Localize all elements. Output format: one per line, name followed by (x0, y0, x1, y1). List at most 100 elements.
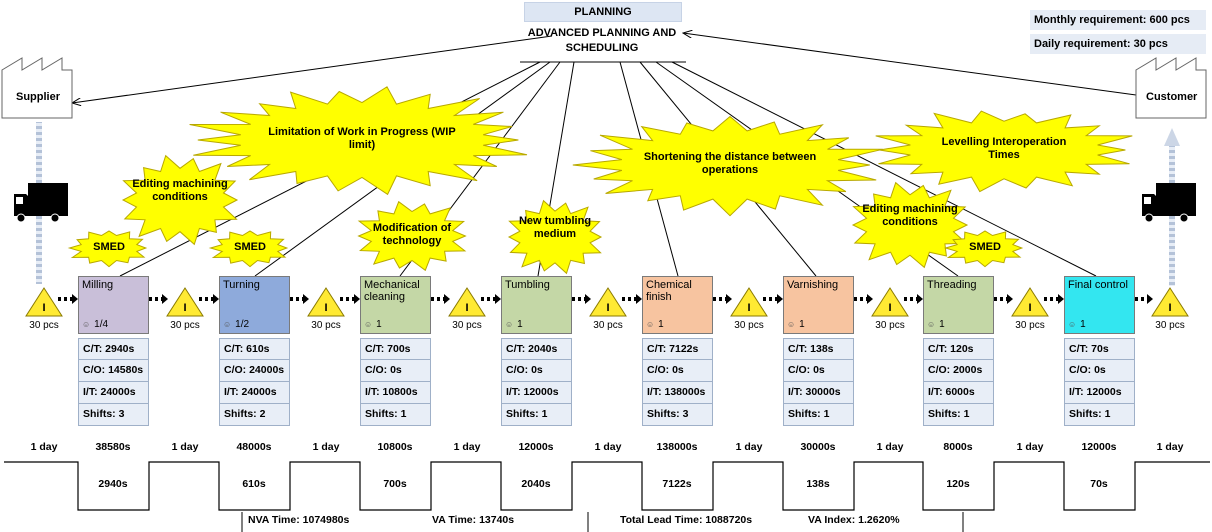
operator-icon: ☺ (646, 320, 655, 329)
process-name: Final control (1068, 279, 1128, 291)
kaizen-burst-tumbling (507, 199, 603, 275)
timeline-va-time: 138s (806, 478, 830, 490)
data-ct: C/T: 610s (219, 338, 290, 360)
kaizen-label-edit1: Editing machining conditions (132, 178, 228, 203)
process-name: Turning (223, 279, 260, 291)
inventory-triangle: I (448, 287, 486, 317)
kaizen-label-modtech: Modification of technology (372, 222, 452, 247)
info-arrow-from-customer (683, 33, 1137, 96)
kaizen-label-levelling: Levelling Interoperation Times (941, 136, 1067, 161)
kaizen-burst-shorten (572, 115, 883, 217)
operator-icon: ☺ (505, 320, 514, 329)
data-co: C/O: 0s (1064, 360, 1135, 382)
supplier-truck-icon (14, 183, 68, 223)
planning-title: PLANNING (524, 2, 682, 22)
data-co: C/O: 0s (783, 360, 854, 382)
timeline-wait: 1 day (312, 441, 340, 453)
timeline-va-time: 70s (1090, 478, 1108, 490)
kaizen-label-smed1: SMED (93, 241, 125, 253)
monthly-requirement: Monthly requirement: 600 pcs (1030, 10, 1206, 30)
data-ct: C/T: 138s (783, 338, 854, 360)
kaizen-burst-smed2 (208, 230, 289, 268)
aps-label-line2: SCHEDULING (565, 42, 639, 54)
process-name: Tumbling (505, 279, 550, 291)
data-co: C/O: 2000s (923, 360, 994, 382)
data-shifts: Shifts: 1 (923, 404, 994, 426)
data-shifts: Shifts: 3 (78, 404, 149, 426)
kaizen-burst-modtech (357, 200, 467, 272)
timeline-wait: 1 day (594, 441, 622, 453)
timeline-ladder (4, 461, 1210, 511)
data-ct: C/T: 2940s (78, 338, 149, 360)
timeline-process-time: 138000s (656, 441, 698, 453)
push-arrow (854, 294, 873, 304)
inventory-symbol: I (42, 302, 45, 314)
timeline-wait: 1 day (876, 441, 904, 453)
operator-value: 1/2 (235, 319, 250, 330)
process-box: Tumbling☺1 (501, 276, 572, 334)
data-co: C/O: 24000s (219, 360, 290, 382)
customer-shipment-arrowhead (1164, 128, 1180, 146)
operator-count: ☺1/2 (223, 319, 249, 331)
data-it: I/T: 12000s (501, 382, 572, 404)
kaizen-burst-smed1 (67, 230, 148, 268)
push-arrow (431, 294, 450, 304)
inventory-qty: 30 pcs (311, 320, 341, 331)
inventory-qty: 30 pcs (1155, 320, 1185, 331)
timeline-process-time: 48000s (236, 441, 272, 453)
supplier-factory-icon (1, 57, 73, 119)
operator-icon: ☺ (1068, 320, 1077, 329)
total-lead-time: Total Lead Time: 1088720s (620, 514, 753, 526)
inventory-triangle: I (307, 287, 345, 317)
push-arrow (340, 294, 360, 304)
timeline-va-time: 120s (946, 478, 970, 490)
inventory-qty: 30 pcs (452, 320, 482, 331)
data-it: I/T: 12000s (1064, 382, 1135, 404)
operator-value: 1 (939, 319, 945, 330)
push-arrow (994, 294, 1013, 304)
data-it: I/T: 10800s (360, 382, 431, 404)
supplier-label: Supplier (16, 91, 61, 103)
kaizen-burst-edit2 (851, 181, 969, 269)
operator-value: 1 (658, 319, 664, 330)
timeline-wait: 1 day (453, 441, 481, 453)
operator-value: 1 (799, 319, 805, 330)
timeline-path (4, 461, 1210, 511)
push-arrow (572, 294, 591, 304)
kaizen-label-shorten: Shortening the distance between operatio… (643, 151, 817, 176)
data-it: I/T: 24000s (78, 382, 149, 404)
inventory-qty: 30 pcs (875, 320, 905, 331)
timeline-wait: 1 day (735, 441, 763, 453)
timeline-va-time: 2040s (521, 478, 551, 490)
kaizen-label-smed2: SMED (234, 241, 266, 253)
inventory-triangle: I (1151, 287, 1189, 317)
timeline-process-time: 12000s (518, 441, 554, 453)
data-co: C/O: 0s (501, 360, 572, 382)
inventory-symbol: I (183, 302, 186, 314)
kaizen-label-edit2: Editing machining conditions (862, 203, 958, 228)
push-arrow (199, 294, 219, 304)
process-name: Threading (927, 279, 977, 291)
inventory-triangle: I (871, 287, 909, 317)
timeline-va-time: 7122s (662, 478, 692, 490)
inventory-symbol: I (1028, 302, 1031, 314)
inventory-qty: 30 pcs (170, 320, 200, 331)
process-name: Chemical finish (646, 279, 692, 303)
operator-count: ☺1 (787, 319, 805, 331)
data-it: I/T: 6000s (923, 382, 994, 404)
inventory-qty: 30 pcs (29, 320, 59, 331)
data-shifts: Shifts: 3 (642, 404, 713, 426)
operator-value: 1 (1080, 319, 1086, 330)
inventory-triangle: I (1011, 287, 1049, 317)
push-arrow (904, 294, 923, 304)
operator-value: 1 (376, 319, 382, 330)
customer-factory-icon (1135, 57, 1207, 119)
timeline-wait: 1 day (1156, 441, 1184, 453)
inventory-qty: 30 pcs (1015, 320, 1045, 331)
push-arrow (713, 294, 732, 304)
